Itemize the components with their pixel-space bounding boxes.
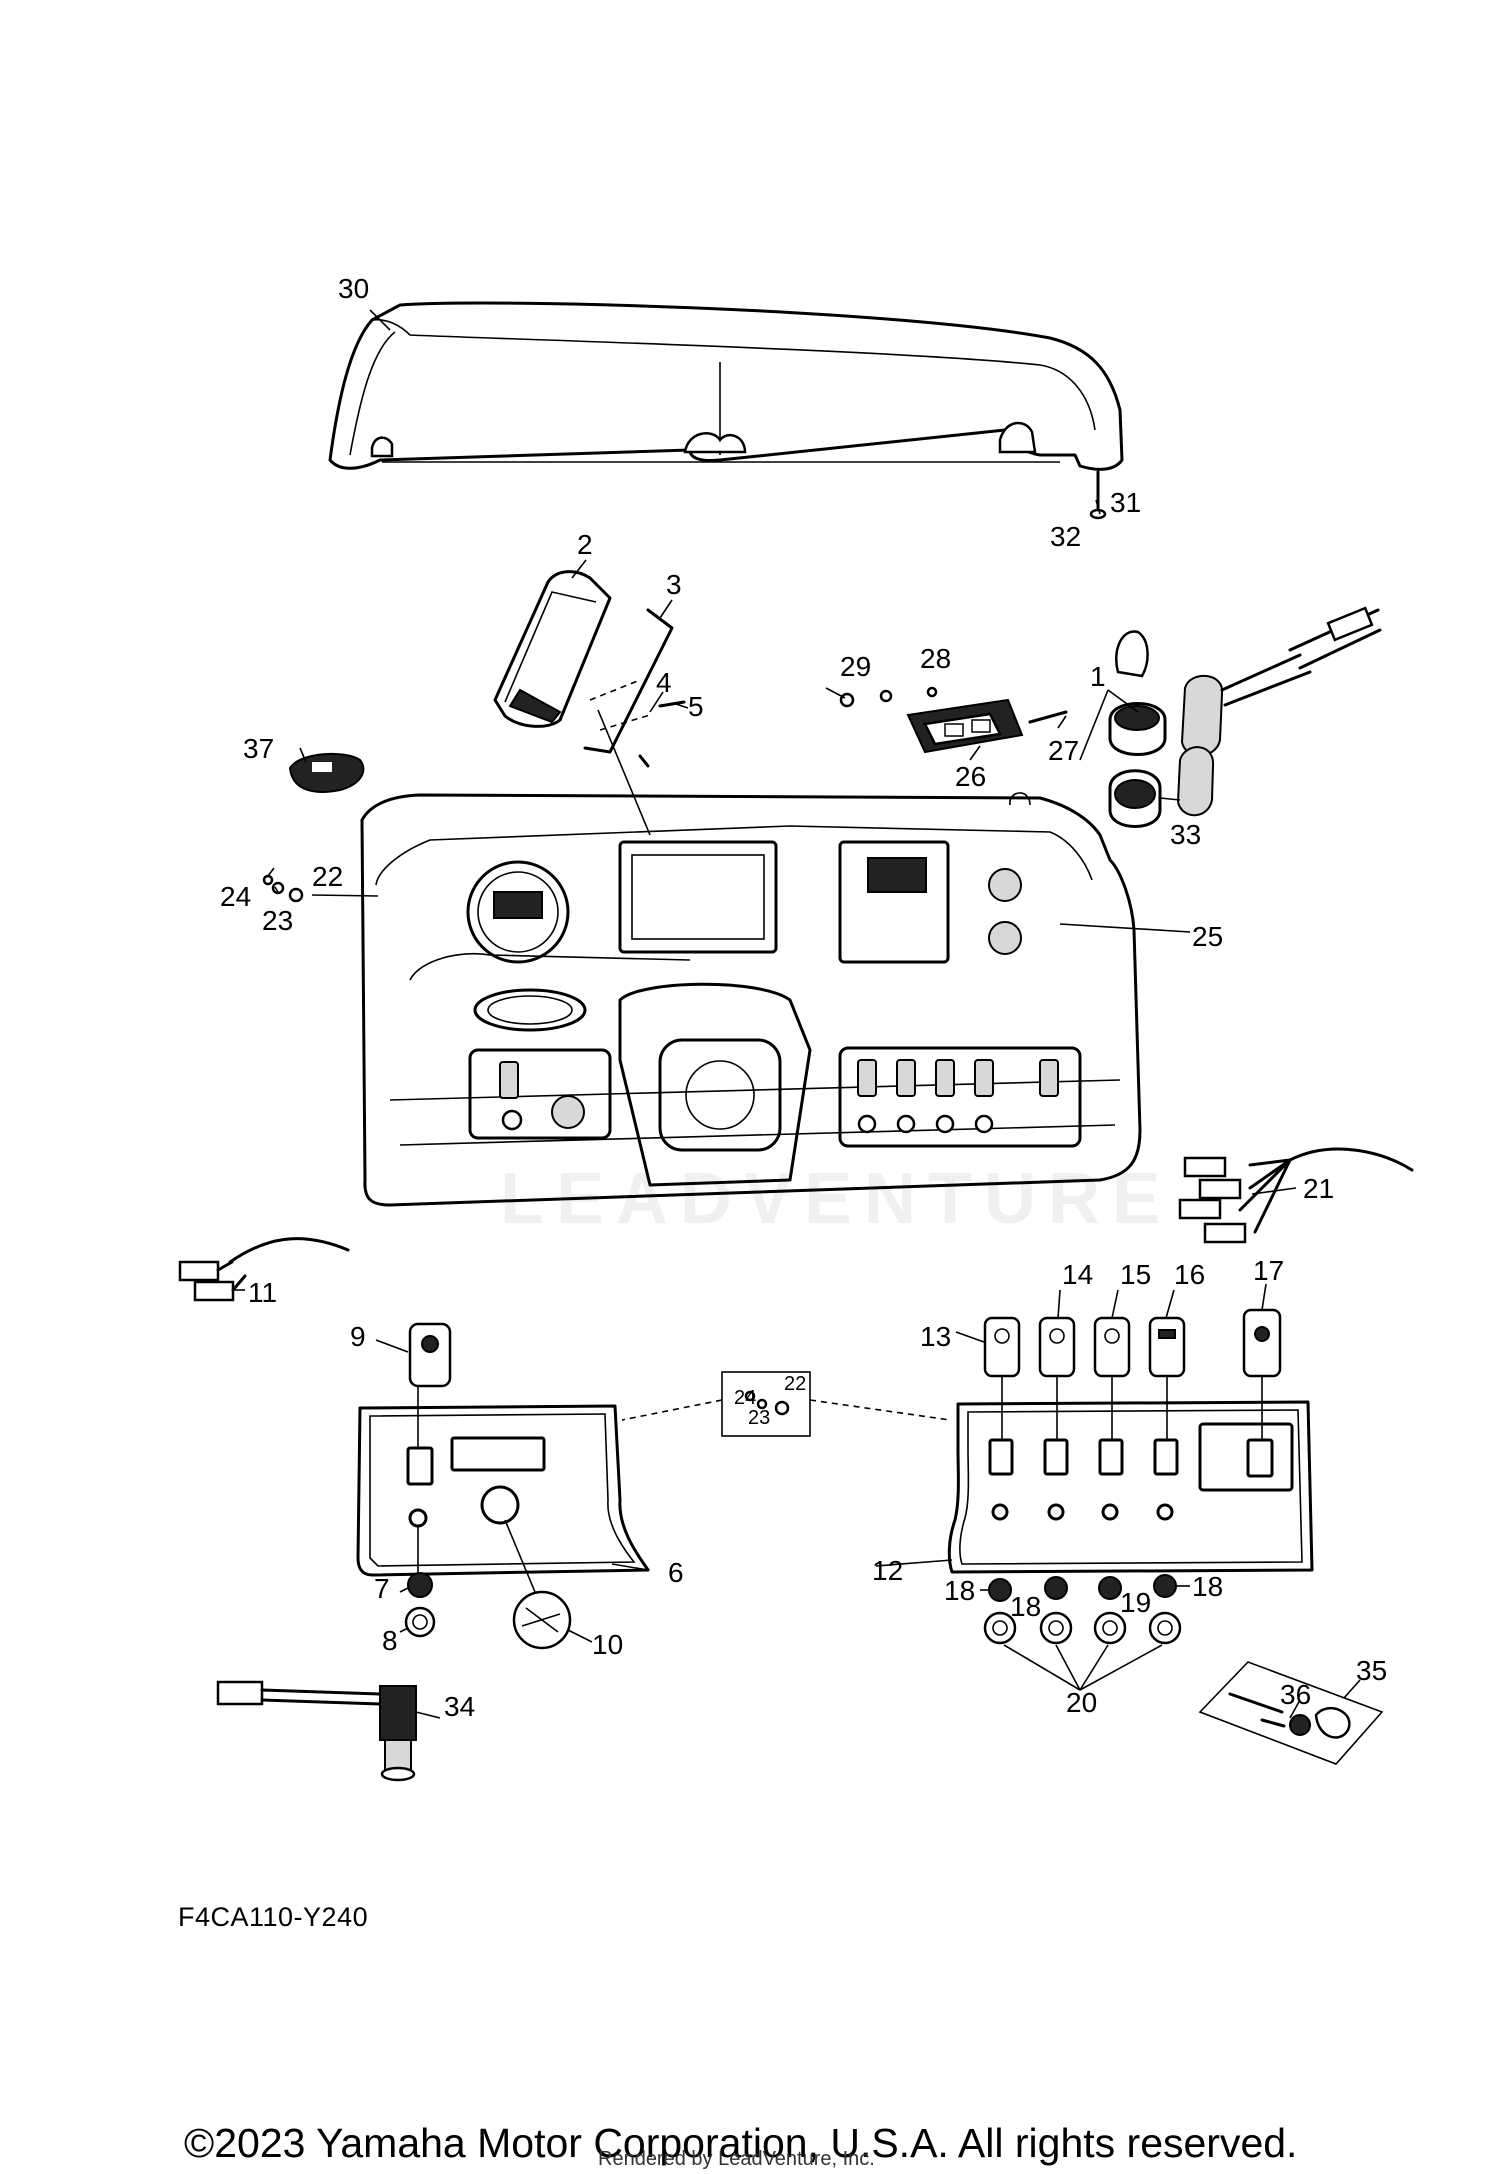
callout-36: 36: [1280, 1679, 1311, 1710]
callout-22: 22: [312, 861, 343, 892]
callout-12: 12: [872, 1555, 903, 1586]
part-34-connector[interactable]: [216, 1680, 417, 1782]
callout-20: 20: [1066, 1687, 1097, 1718]
copyright-notice: ©2023 Yamaha Motor Corporation, U.S.A. A…: [184, 2120, 1298, 2166]
callout-28: 28: [920, 643, 951, 674]
diagram-code: F4CA110-Y240: [178, 1902, 369, 1932]
callout-25: 25: [1192, 921, 1223, 952]
part-22-23-24-hardware-box[interactable]: [621, 1371, 951, 1437]
callout-6: 6: [668, 1557, 684, 1588]
callout-14: 14: [1062, 1259, 1093, 1290]
callout-29: 29: [840, 651, 871, 682]
callout-8: 8: [382, 1625, 398, 1656]
part-37-key-fob[interactable]: [288, 752, 365, 793]
part-10-knob[interactable]: [504, 1519, 572, 1650]
part-4-5-bracket-screws[interactable]: [638, 700, 686, 768]
part-12-right-switch-panel[interactable]: [947, 1376, 1314, 1574]
callout-7: 7: [374, 1573, 390, 1604]
callout-18-b: 18: [1010, 1591, 1041, 1622]
part-2-display-unit[interactable]: [493, 570, 612, 728]
callout-27: 27: [1048, 735, 1079, 766]
callout-24-box: 24: [734, 1387, 756, 1409]
callout-17: 17: [1253, 1255, 1284, 1286]
part-18-19-20-indicators[interactable]: [983, 1574, 1182, 1691]
callout-21: 21: [1303, 1173, 1334, 1204]
part-22-23-24-hardware[interactable]: [262, 874, 304, 903]
callout-10: 10: [592, 1629, 623, 1660]
callout-13: 13: [920, 1321, 951, 1352]
part-26-usb-charger-block[interactable]: [906, 698, 1024, 754]
callout-3: 3: [666, 569, 682, 600]
callout-2: 2: [577, 529, 593, 560]
part-3-bracket[interactable]: [583, 608, 674, 754]
callout-leaders: [232, 309, 1361, 1719]
callout-11: 11: [248, 1277, 277, 1308]
callout-26: 26: [955, 761, 986, 792]
part-11-sub-harness[interactable]: [178, 1237, 350, 1302]
callout-9: 9: [350, 1321, 366, 1352]
part-25-dashboard-panel[interactable]: [360, 792, 1142, 1207]
part-30-dash-cover[interactable]: [328, 301, 1124, 471]
callout-23: 23: [262, 905, 293, 936]
rendered-by-notice: Rendered by LeadVenture, Inc.: [598, 2148, 875, 2170]
callout-37: 37: [243, 733, 274, 764]
callout-31: 31: [1110, 487, 1141, 518]
callout-labels: 30 31 32 2 3 4 5 37 29 28 1 27 26 33 22 …: [220, 273, 1387, 1722]
callout-18-a: 18: [944, 1575, 975, 1606]
part-31-32-screw[interactable]: [1089, 470, 1107, 520]
callout-22-box: 22: [784, 1373, 806, 1395]
callout-18-c: 18: [1192, 1571, 1223, 1602]
callout-23-box: 23: [748, 1407, 770, 1429]
part-13-17-rocker-switches[interactable]: [983, 1308, 1282, 1378]
part-33-12v-outlet[interactable]: [1108, 746, 1215, 828]
callout-1: 1: [1090, 661, 1106, 692]
callout-19: 19: [1120, 1587, 1151, 1618]
callout-24: 24: [220, 881, 251, 912]
callout-34: 34: [444, 1691, 475, 1722]
part-7-8-indicator[interactable]: [404, 1572, 436, 1638]
callout-4: 4: [656, 667, 672, 698]
leadventure-watermark: LEADVENTURE: [500, 1159, 1173, 1239]
callout-5: 5: [688, 691, 704, 722]
callout-16: 16: [1174, 1259, 1205, 1290]
part-1-usb-outlet[interactable]: [1108, 606, 1382, 757]
callout-35: 35: [1356, 1655, 1387, 1686]
callout-33: 33: [1170, 819, 1201, 850]
callout-32: 32: [1050, 521, 1081, 552]
part-21-wire-harness[interactable]: [1178, 1147, 1414, 1244]
part-9-rocker-switch[interactable]: [408, 1322, 452, 1388]
callout-15: 15: [1120, 1259, 1151, 1290]
callout-30: 30: [338, 273, 369, 304]
part-35-36-key-switch[interactable]: [1198, 1661, 1384, 1765]
part-6-left-switch-panel[interactable]: [356, 1386, 650, 1577]
